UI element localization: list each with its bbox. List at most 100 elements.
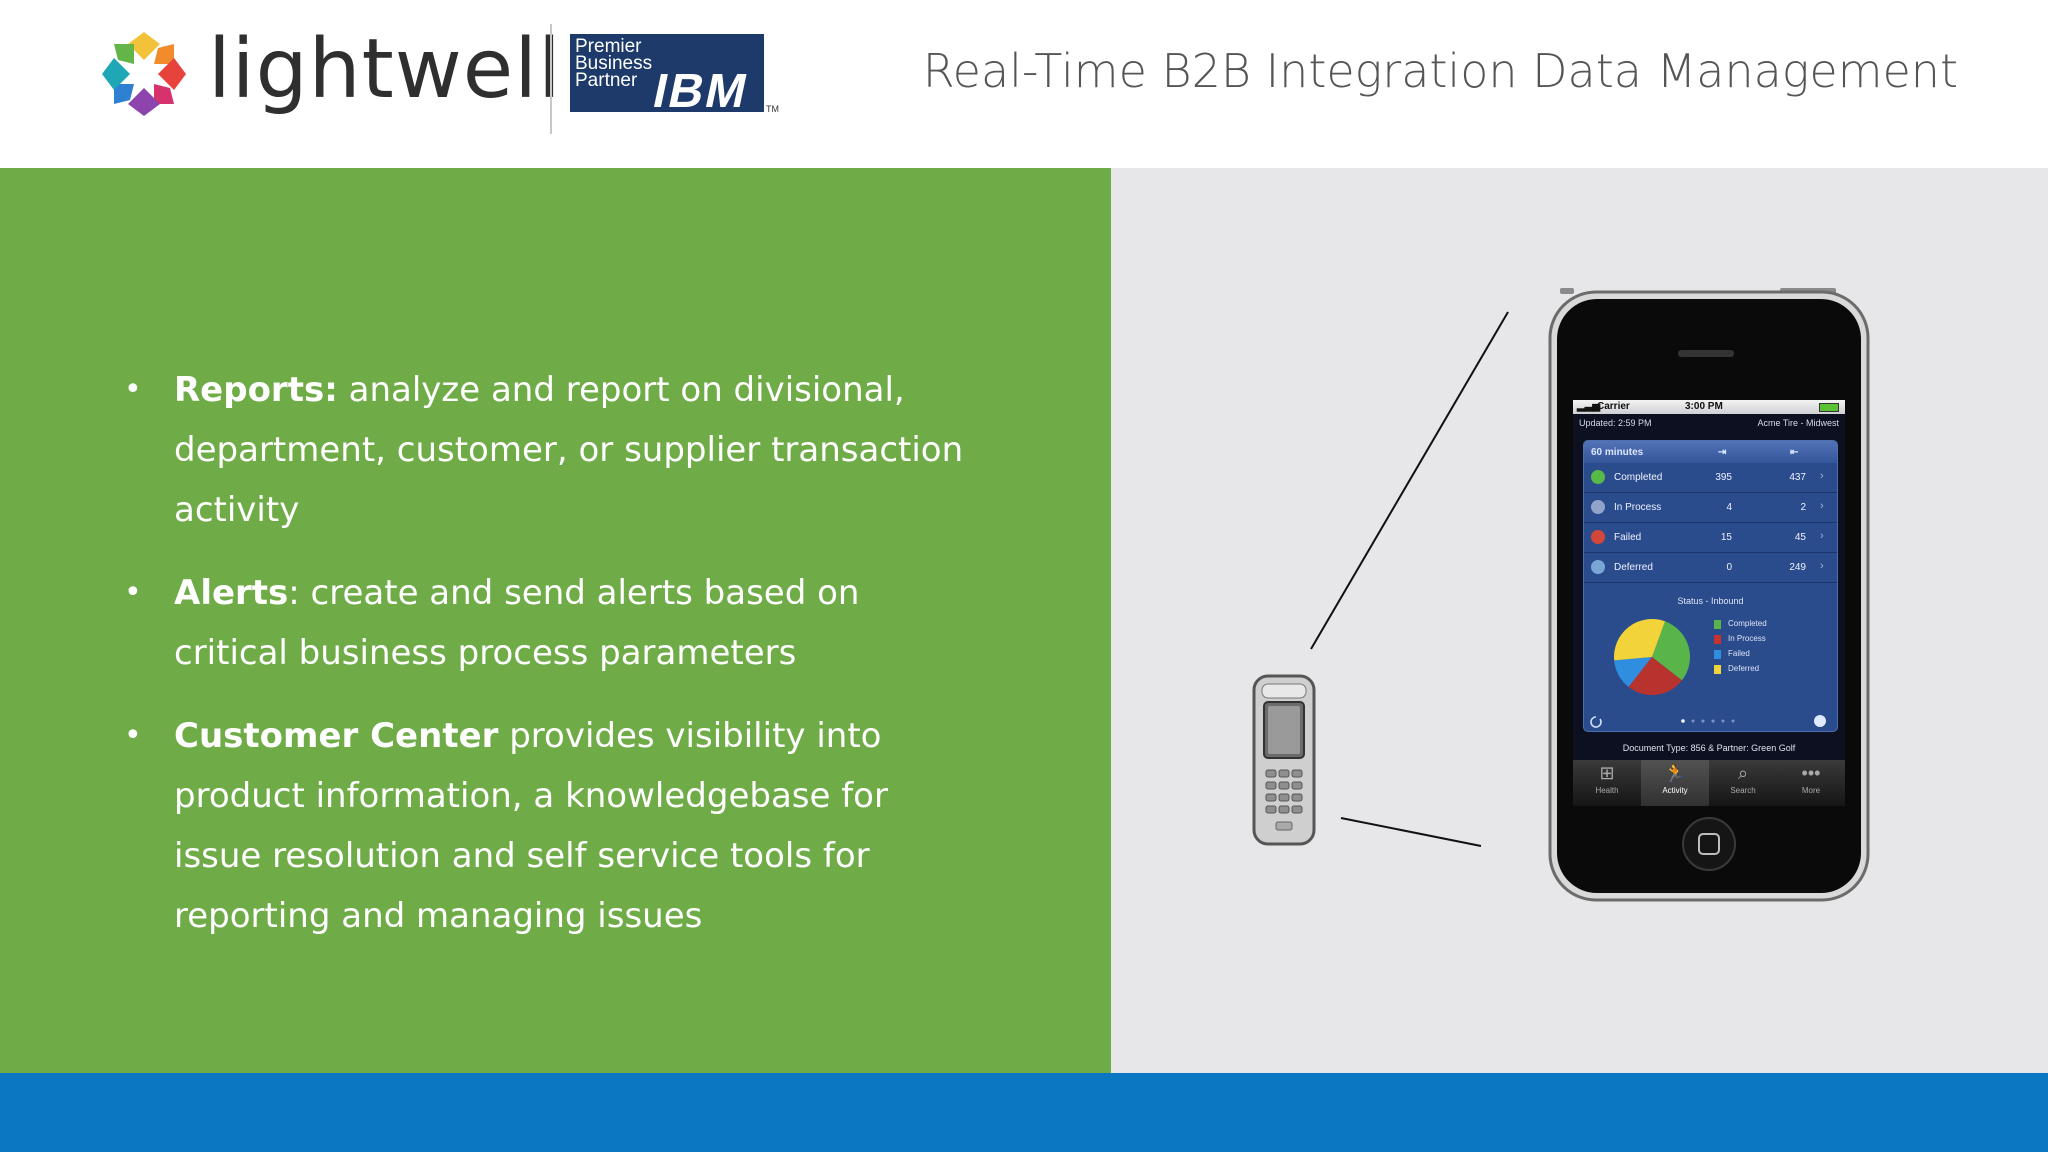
legend-item: Completed: [1714, 619, 1767, 634]
tab-label: More: [1801, 786, 1821, 795]
deferred-icon: [1591, 560, 1605, 574]
list-item: • Customer Center provides visibility int…: [118, 706, 978, 946]
inbound-count: 15: [1720, 532, 1732, 543]
signal-icon: ▂▃▅: [1577, 401, 1601, 412]
page-dot: [1681, 719, 1685, 723]
runner-icon: 🏃: [1663, 763, 1687, 783]
legend-swatch: [1714, 620, 1721, 629]
outbound-count: 2: [1800, 502, 1806, 513]
legend-label: Completed: [1728, 619, 1767, 628]
feature-list: • Reports: analyze and report on division…: [118, 360, 978, 969]
outbound-count: 437: [1789, 472, 1806, 483]
legend-label: Failed: [1728, 649, 1750, 658]
legend-item: Deferred: [1714, 664, 1767, 679]
outbound-icon: ⇤: [1790, 447, 1799, 458]
tab-health[interactable]: ⊞Health: [1573, 760, 1641, 806]
footer-bar: [0, 1073, 2048, 1152]
row-label: In Process: [1614, 502, 1662, 513]
legend-swatch: [1714, 650, 1721, 659]
badge-line: Business: [575, 53, 653, 74]
chevron-right-icon: ›: [1820, 500, 1824, 512]
page-dot: [1701, 719, 1705, 723]
card-footer: [1590, 715, 1826, 728]
table-row[interactable]: Deferred 0 249 ›: [1584, 553, 1837, 583]
legend-swatch: [1714, 635, 1721, 644]
bullet-heading: Alerts: [174, 573, 289, 613]
connector-lines: [1310, 311, 1509, 847]
logo-divider: [550, 24, 552, 134]
bullet-heading: Reports:: [174, 370, 338, 410]
table-row[interactable]: Failed 15 45 ›: [1584, 523, 1837, 553]
connector-line-bottom: [1340, 817, 1482, 847]
trademark-mark: TM: [766, 104, 779, 114]
logo-wordmark: lightwell: [208, 22, 562, 117]
activity-card: 60 minutes ⇥ ⇤ Completed 395 437 › In Pr…: [1583, 440, 1838, 732]
lightwell-logo-icon: [102, 32, 186, 116]
tab-activity[interactable]: 🏃 Activity: [1641, 760, 1709, 806]
legend-item: Failed: [1714, 649, 1767, 664]
refresh-icon: [1590, 716, 1602, 728]
bullet-text: analyze and report on divisional, depart…: [174, 370, 964, 530]
tab-bar: ⊞Health 🏃 Activity ⌕ Search ••• More: [1573, 760, 1845, 806]
bullet-heading: Customer Center: [174, 716, 499, 756]
battery-icon: [1819, 403, 1839, 412]
list-item: • Alerts: create and send alerts based on…: [118, 563, 978, 683]
status-bar: ▂▃▅ Carrier 3:00 PM: [1573, 400, 1845, 414]
updated-time: Updated: 2:59 PM: [1579, 418, 1652, 428]
chevron-right-icon: ›: [1820, 560, 1824, 572]
chevron-right-icon: ›: [1820, 530, 1824, 542]
bullet-dot: •: [124, 372, 142, 407]
page-dot: [1691, 719, 1695, 723]
list-item: • Reports: analyze and report on division…: [118, 360, 978, 540]
pie-slice: [1614, 619, 1666, 661]
tab-label: Search: [1730, 786, 1756, 795]
chevron-right-icon: ›: [1820, 470, 1824, 482]
inbound-icon: ⇥: [1718, 447, 1727, 458]
account-name: Acme Tire - Midwest: [1757, 418, 1839, 428]
app-screen: ▂▃▅ Carrier 3:00 PM Updated: 2:59 PM Acm…: [1573, 400, 1845, 806]
outbound-count: 45: [1794, 532, 1806, 543]
page-dot: [1711, 719, 1715, 723]
row-label: Failed: [1614, 532, 1642, 543]
page-dot: [1731, 719, 1735, 723]
badge-line: Partner: [575, 70, 638, 91]
bullet-text: : create and send alerts based on critic…: [174, 573, 860, 673]
badge-line: Premier: [575, 36, 642, 57]
bullet-dot: •: [124, 718, 142, 753]
outbound-count: 249: [1789, 562, 1806, 573]
carrier-label: Carrier: [1597, 401, 1630, 412]
table-row[interactable]: In Process 4 2 ›: [1584, 493, 1837, 523]
card-header: 60 minutes ⇥ ⇤: [1584, 441, 1837, 463]
status-pie-chart: [1614, 619, 1690, 695]
magnifier-icon: ⌕: [1737, 763, 1749, 783]
pie-slice: [1652, 621, 1690, 681]
inbound-count: 395: [1715, 472, 1732, 483]
content-panel: [0, 168, 1111, 1073]
period-label[interactable]: 60 minutes: [1591, 447, 1644, 458]
inbound-count: 4: [1726, 502, 1732, 513]
page-dot: [1721, 719, 1725, 723]
legend-item: In Process: [1714, 634, 1767, 649]
bullet-dot: •: [124, 575, 142, 610]
feature-phone-icon: [1252, 674, 1316, 846]
ellipsis-icon: •••: [1801, 763, 1821, 783]
pie-slice: [1614, 657, 1652, 687]
completed-icon: [1591, 470, 1605, 484]
table-row[interactable]: Completed 395 437 ›: [1584, 463, 1837, 493]
legend-label: In Process: [1728, 634, 1766, 643]
info-icon: [1814, 715, 1826, 727]
document-filter: Document Type: 856 & Partner: Green Golf: [1622, 743, 1796, 753]
plus-square-icon: ⊞: [1599, 763, 1615, 783]
pie-title: Status - Inbound: [1677, 596, 1744, 606]
bullet-text: provides visibility into product informa…: [174, 716, 888, 936]
failed-icon: [1591, 530, 1605, 544]
tab-more[interactable]: ••• More: [1777, 760, 1845, 806]
ibm-partner-badge: Premier Business Partner IBM: [570, 34, 764, 112]
legend-label: Deferred: [1728, 664, 1760, 673]
row-label: Completed: [1614, 472, 1663, 483]
ibm-wordmark: IBM: [648, 64, 754, 112]
row-label: Deferred: [1614, 562, 1653, 573]
tab-search[interactable]: ⌕ Search: [1709, 760, 1777, 806]
page-title: Real-Time B2B Integration Data Managemen…: [922, 44, 1958, 98]
tab-label: Activity: [1662, 786, 1688, 795]
